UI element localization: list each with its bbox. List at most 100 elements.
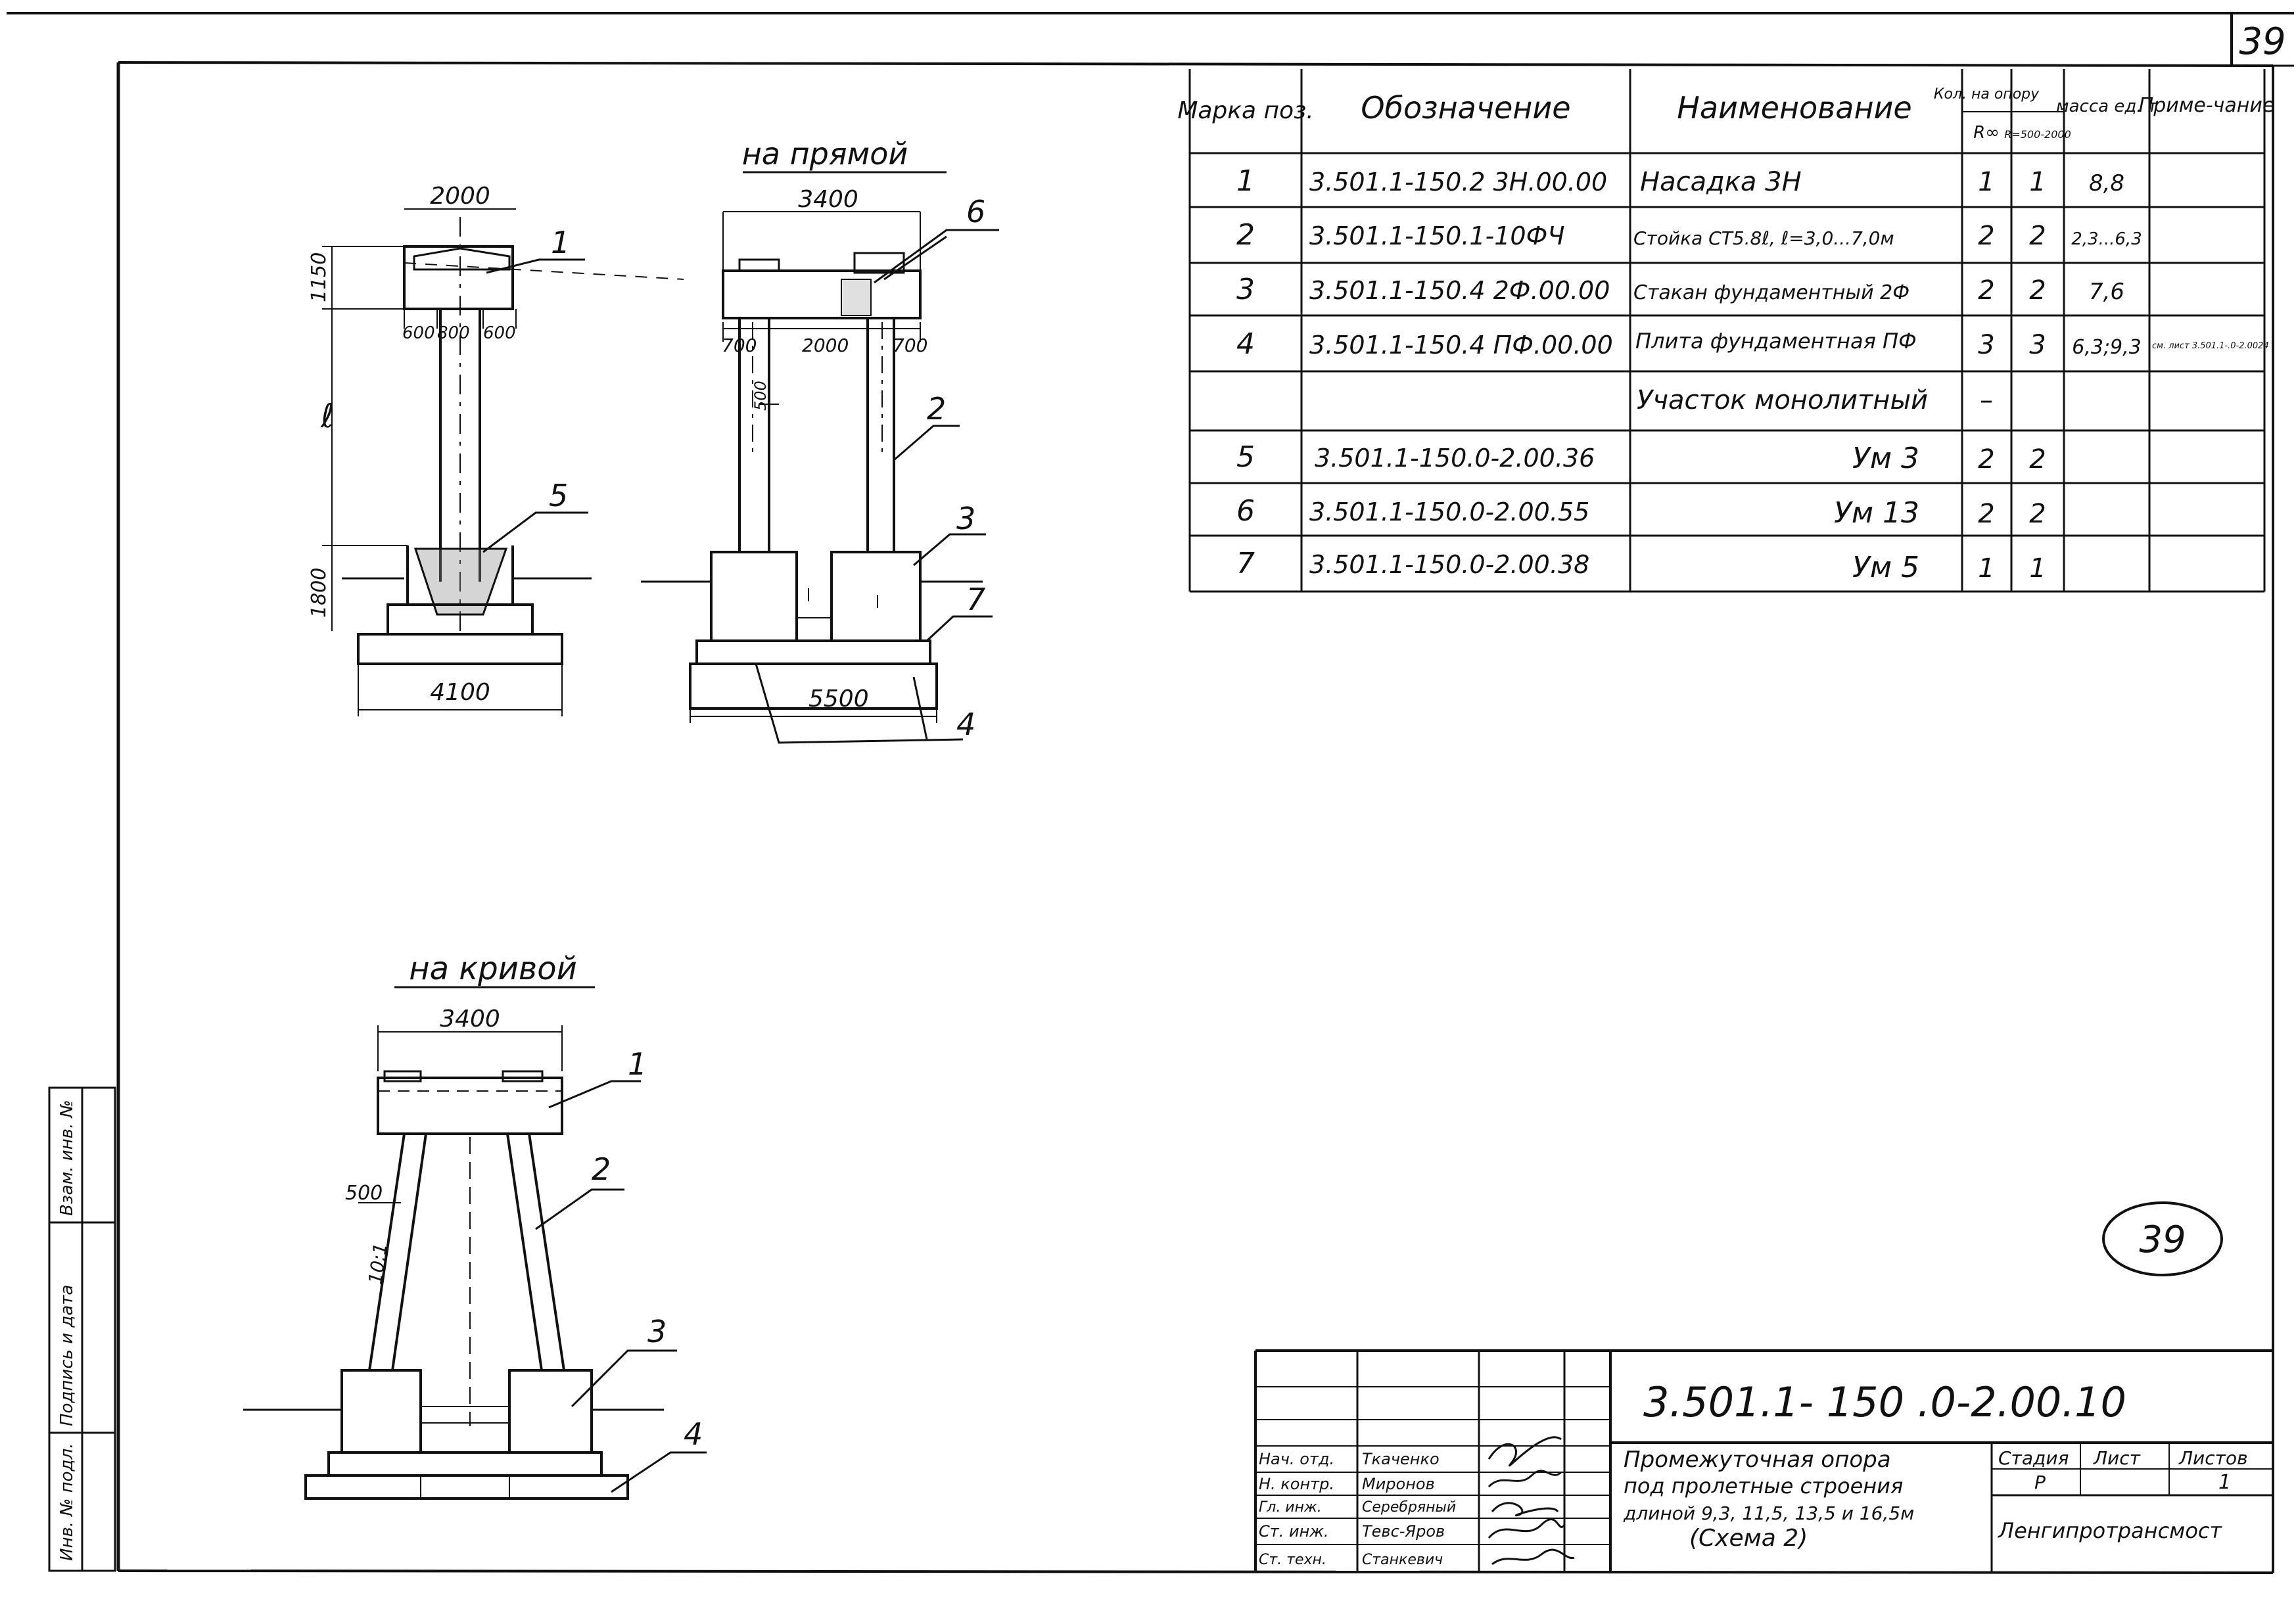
dim-height-symbol: ℓ <box>320 397 335 435</box>
spec-qty-2: 2 <box>2029 499 2046 529</box>
spec-designation: 3.501.1-150.0-2.00.55 <box>1309 498 1589 526</box>
spec-mark: 3 <box>1236 273 1255 306</box>
callout-4-front: 4 <box>956 707 975 742</box>
role-label: Н. контр. <box>1259 1475 1334 1493</box>
callout-7-front: 7 <box>966 582 985 617</box>
title-block-title-line-4: (Схема 2) <box>1689 1525 1808 1552</box>
front-view-drawing <box>641 211 999 744</box>
spec-designation: 3.501.1-150.0-2.00.36 <box>1315 444 1595 473</box>
spec-qty-1: 3 <box>1978 330 1994 360</box>
spec-name: Ум 3 <box>1852 442 1919 475</box>
callout-1-curve: 1 <box>628 1046 647 1082</box>
spec-designation: 3.501.1-150.0-2.00.38 <box>1309 550 1589 579</box>
title-block-sheet-label: Лист <box>2093 1447 2141 1469</box>
spec-name: Стакан фундаментный 2Ф <box>1633 281 1909 304</box>
dim-base-width-side: 4100 <box>430 679 490 706</box>
title-block-title-line-2: под пролетные строения <box>1624 1474 1903 1498</box>
role-name: Тевс-Яров <box>1362 1522 1445 1541</box>
callout-3-curve: 3 <box>647 1314 667 1349</box>
dim-front-500: 500 <box>751 381 770 411</box>
dim-cap-height: 1150 <box>308 252 331 302</box>
spec-mark: 7 <box>1236 547 1255 580</box>
spec-mark: 1 <box>1236 164 1255 198</box>
spec-mark: 5 <box>1236 440 1255 474</box>
spec-qty-2: 2 <box>2029 275 2046 306</box>
sheet-frame <box>7 12 2294 1574</box>
spec-qty-1: 2 <box>1978 275 1994 306</box>
spec-mass: 8,8 <box>2089 170 2124 197</box>
dim-curve-500: 500 <box>345 1182 383 1205</box>
handwritten-signatures <box>1488 1436 1575 1566</box>
callout-4-curve: 4 <box>684 1416 703 1452</box>
role-label: Ст. инж. <box>1259 1522 1329 1541</box>
spec-qty-1: – <box>1980 385 1993 415</box>
side-stamp <box>48 1086 116 1572</box>
sheet-corner-number: 39 <box>2239 20 2285 63</box>
spec-qty-2: 3 <box>2029 330 2046 360</box>
spec-qty-2: 2 <box>2029 444 2046 475</box>
spec-qty-2: 2 <box>2029 221 2046 251</box>
th-note: Приме-чание <box>2139 94 2275 117</box>
title-block-title-line-3: длиной 9,3, 11,5, 13,5 и 16,5м <box>1623 1502 1914 1524</box>
spec-mark: 2 <box>1236 218 1255 252</box>
th-name: Наименование <box>1677 90 1911 126</box>
th-mass: масса ед. т <box>2056 97 2158 116</box>
spec-qty-1: 2 <box>1978 444 1994 475</box>
callout-2-curve: 2 <box>592 1151 611 1187</box>
dim-cap-width-front: 3400 <box>798 186 858 213</box>
spec-designation: 3.501.1-150.2 3Н.00.00 <box>1309 168 1607 197</box>
spec-mass: 2,3...6,3 <box>2071 229 2142 249</box>
spec-qty-1: 2 <box>1978 499 1994 529</box>
dim-col-right: 600 <box>483 323 516 343</box>
circled-sheet-number-ring <box>2102 1201 2223 1276</box>
spec-note: см. лист 3.501.1-.0-2.0024 <box>2152 341 2269 351</box>
dim-curve-slope: 10:1 <box>364 1242 391 1286</box>
title-block-code: 3.501.1- 150 .0-2.00.10 <box>1643 1378 2126 1426</box>
side-view-drawing <box>322 208 684 716</box>
view-curve-label: на кривой <box>409 950 577 987</box>
callout-6-front: 6 <box>966 194 985 229</box>
spec-designation: 3.501.1-150.4 2Ф.00.00 <box>1309 276 1610 305</box>
stamp-replacement-inv: Взам. инв. № <box>57 1100 77 1216</box>
th-qty: Кол. на опору <box>1934 86 2040 103</box>
view-straight-label: на прямой <box>742 136 908 172</box>
spec-name: Плита фундаментная ПФ <box>1635 329 1917 354</box>
spec-table-rows: 1 3.501.1-150.2 3Н.00.00 Насадка 3Н 1 1 … <box>1236 164 2269 584</box>
role-label: Ст. техн. <box>1259 1552 1326 1568</box>
th-qty-r-inf: R∞ <box>1973 123 2000 143</box>
dim-curve-cap-width: 3400 <box>440 1006 500 1033</box>
spec-qty-1: 2 <box>1978 221 1994 251</box>
title-block-signatures: Нач. отд. Ткаченко Н. контр. Миронов Гл.… <box>1259 1450 1456 1568</box>
title-block-stage-label: Стадия <box>1998 1447 2069 1469</box>
stamp-inv-no: Инв. № подл. <box>57 1443 77 1561</box>
dim-col-left: 600 <box>402 323 435 343</box>
stamp-signature-date: Подпись и дата <box>57 1285 77 1426</box>
spec-name: Участок монолитный <box>1637 385 1928 415</box>
dim-cap-width: 2000 <box>430 183 490 210</box>
callout-5-side: 5 <box>549 478 568 513</box>
title-block-sheets-label: Листов <box>2178 1447 2248 1469</box>
dim-base-width-front: 5500 <box>808 685 869 712</box>
spec-qty-1: 1 <box>1978 167 1994 197</box>
dim-front-offset-right: 700 <box>893 335 927 356</box>
role-name: Станкевич <box>1362 1552 1443 1568</box>
th-mark: Марка поз. <box>1177 97 1313 124</box>
title-block-stage-value: Р <box>2034 1472 2046 1493</box>
role-name: Миронов <box>1362 1475 1435 1493</box>
callout-1-side: 1 <box>551 225 570 260</box>
spec-designation: 3.501.1-150.4 ПФ.00.00 <box>1309 331 1613 360</box>
title-block-org: Ленгипротрансмост <box>1998 1518 2222 1543</box>
spec-qty-2: 1 <box>2029 553 2046 584</box>
dim-front-offset-left: 700 <box>722 335 757 356</box>
spec-table-grid <box>1188 69 2266 593</box>
spec-mark: 6 <box>1236 494 1255 528</box>
spec-mass: 6,3;9,3 <box>2072 336 2142 359</box>
role-label: Нач. отд. <box>1259 1450 1334 1468</box>
callout-3-front: 3 <box>956 501 975 536</box>
circled-sheet-number: 39 <box>2139 1219 2186 1261</box>
spec-qty-2: 1 <box>2029 167 2046 197</box>
curve-view-drawing <box>243 1025 707 1500</box>
spec-qty-1: 1 <box>1978 553 1994 584</box>
callout-2-front: 2 <box>927 391 946 427</box>
